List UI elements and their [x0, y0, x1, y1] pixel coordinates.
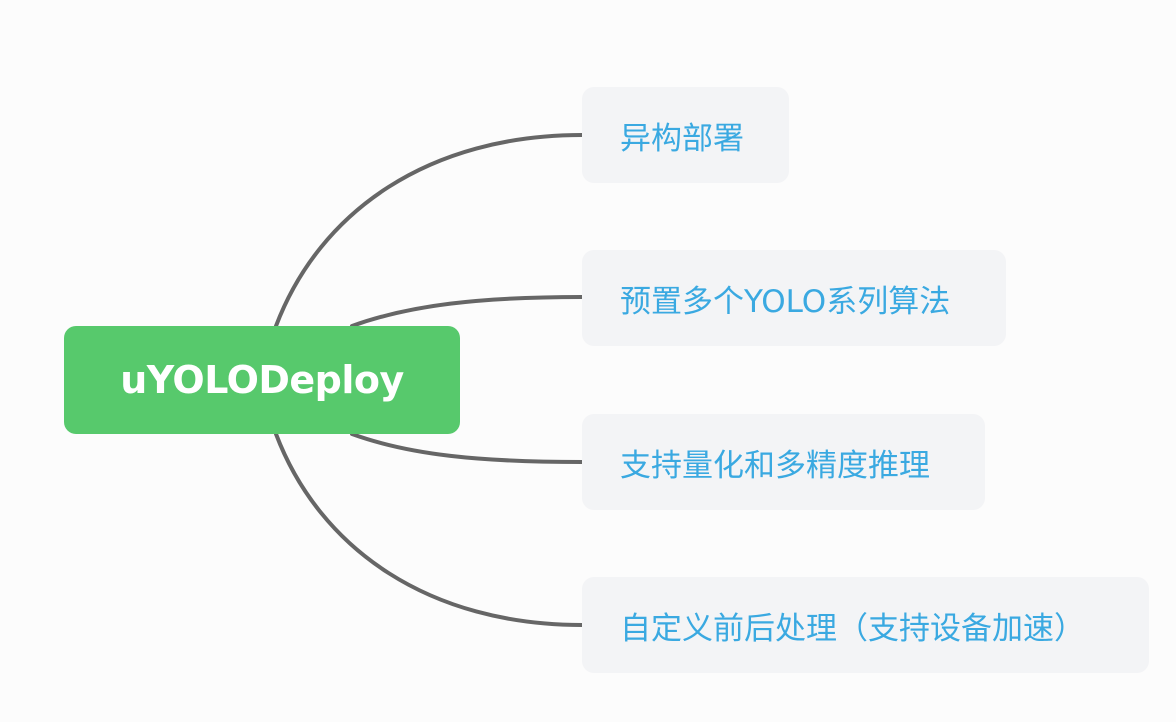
child-node-heterogeneous-deployment[interactable]: 异构部署 — [582, 87, 789, 183]
connector-line-1 — [350, 295, 584, 328]
connector-line-0 — [274, 133, 584, 328]
child-node-custom-pre-post-processing[interactable]: 自定义前后处理（支持设备加速） — [582, 577, 1149, 673]
child-node-label: 预置多个YOLO系列算法 — [620, 283, 951, 320]
connector-line-3 — [274, 432, 584, 627]
child-node-label: 异构部署 — [620, 120, 744, 157]
root-node-label: uYOLODeploy — [120, 358, 404, 402]
connector-line-2 — [350, 432, 584, 464]
child-node-label: 自定义前后处理（支持设备加速） — [620, 610, 1085, 647]
root-node[interactable]: uYOLODeploy — [64, 326, 460, 434]
child-node-quantization-precision[interactable]: 支持量化和多精度推理 — [582, 414, 985, 510]
child-node-label: 支持量化和多精度推理 — [620, 447, 930, 484]
child-node-preset-yolo-algorithms[interactable]: 预置多个YOLO系列算法 — [582, 250, 1006, 346]
